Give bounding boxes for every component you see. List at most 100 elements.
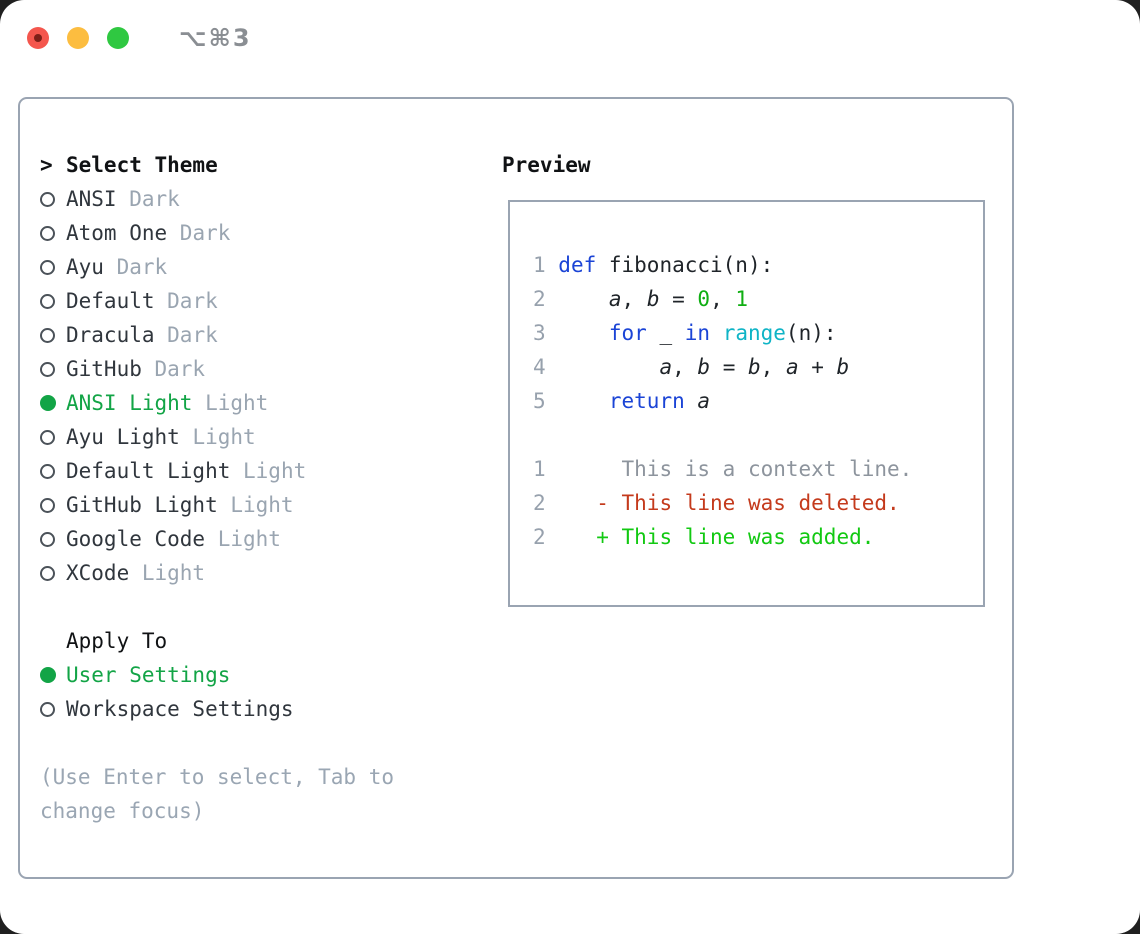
code-line: 2 a, b = 0, 1 bbox=[533, 282, 983, 316]
radio-marker bbox=[40, 327, 66, 343]
preview-title: Preview bbox=[502, 153, 591, 177]
spacer bbox=[40, 590, 394, 624]
line-number: 1 bbox=[533, 253, 559, 277]
apply-option-workspace-settings[interactable]: Workspace Settings bbox=[40, 692, 394, 726]
cursor-icon: > bbox=[40, 153, 53, 177]
option-label: XCode bbox=[66, 561, 130, 585]
theme-option-dracula[interactable]: Dracula Dark bbox=[40, 318, 394, 352]
radio-marker bbox=[40, 497, 66, 513]
theme-option-github[interactable]: GitHub Dark bbox=[40, 352, 394, 386]
radio-icon bbox=[40, 327, 55, 343]
theme-option-atom-one[interactable]: Atom One Dark bbox=[40, 216, 394, 250]
option-label: GitHub bbox=[66, 357, 142, 381]
zoom-button[interactable] bbox=[107, 27, 129, 49]
option-tag: Dark bbox=[154, 323, 218, 347]
token-plain bbox=[558, 321, 609, 345]
option-tag: Dark bbox=[116, 187, 180, 211]
line-number: 2 bbox=[533, 525, 559, 549]
option-label: Google Code bbox=[66, 527, 206, 551]
line-number: 2 bbox=[533, 287, 559, 311]
theme-option-default-light[interactable]: Default Light Light bbox=[40, 454, 394, 488]
blank-line bbox=[533, 418, 983, 452]
radio-icon bbox=[40, 361, 55, 377]
option-tag: Dark bbox=[167, 221, 231, 245]
line-number: 5 bbox=[533, 389, 559, 413]
token-var: b bbox=[836, 355, 850, 379]
line-number: 1 bbox=[533, 457, 559, 481]
token-keyword: for bbox=[608, 321, 647, 345]
option-label: Default bbox=[66, 289, 155, 313]
apply-to-title: Apply To bbox=[66, 629, 168, 653]
token-var: b bbox=[697, 355, 711, 379]
token-plain: fibonacci(n): bbox=[596, 253, 774, 277]
close-button[interactable] bbox=[27, 27, 49, 49]
token-plain: , bbox=[672, 355, 698, 379]
theme-option-xcode[interactable]: XCode Light bbox=[40, 556, 394, 590]
line-number: 3 bbox=[533, 321, 559, 345]
theme-option-default[interactable]: Default Dark bbox=[40, 284, 394, 318]
radio-selected-icon bbox=[40, 667, 56, 683]
token-added: + This line was added. bbox=[596, 525, 875, 549]
radio-icon bbox=[40, 701, 55, 717]
radio-icon bbox=[40, 429, 55, 445]
radio-marker bbox=[40, 531, 66, 547]
token-plain: + bbox=[798, 355, 837, 379]
diff-added-line: 2 + This line was added. bbox=[533, 520, 983, 554]
radio-icon bbox=[40, 293, 55, 309]
window-title: ⌥⌘3 bbox=[179, 24, 252, 52]
radio-selected-icon bbox=[40, 395, 56, 411]
minimize-button[interactable] bbox=[67, 27, 89, 49]
line-number: 4 bbox=[533, 355, 559, 379]
titlebar: ⌥⌘3 bbox=[27, 24, 252, 52]
token-plain: = bbox=[710, 355, 748, 379]
option-tag: Light bbox=[217, 493, 294, 517]
option-tag: Dark bbox=[103, 255, 168, 279]
theme-option-google-code[interactable]: Google Code Light bbox=[40, 522, 394, 556]
option-label: Ayu bbox=[66, 255, 104, 279]
code-line: 1 def fibonacci(n): bbox=[533, 248, 983, 282]
radio-marker bbox=[40, 191, 66, 207]
cursor-marker: > bbox=[40, 153, 66, 177]
radio-marker bbox=[40, 667, 66, 683]
radio-icon bbox=[40, 259, 55, 275]
theme-option-ayu-light[interactable]: Ayu Light Light bbox=[40, 420, 394, 454]
apply-option-user-settings[interactable]: User Settings bbox=[40, 658, 394, 692]
diff-deleted-line: 2 - This line was deleted. bbox=[533, 486, 983, 520]
token-number: 1 bbox=[735, 287, 749, 311]
token-plain: , bbox=[710, 287, 736, 311]
theme-option-ansi[interactable]: ANSI Dark bbox=[40, 182, 394, 216]
option-label: ANSI Light bbox=[66, 391, 193, 415]
option-label: User Settings bbox=[66, 663, 231, 687]
token-keyword: return bbox=[608, 389, 685, 413]
token-var: a bbox=[608, 287, 622, 311]
token-var: a bbox=[697, 389, 711, 413]
option-tag: Light bbox=[230, 459, 307, 483]
token-plain bbox=[558, 491, 596, 515]
radio-icon bbox=[40, 225, 55, 241]
radio-marker bbox=[40, 463, 66, 479]
theme-list-header: > Select Theme bbox=[40, 148, 394, 182]
token-plain bbox=[685, 389, 698, 413]
theme-option-ansi-light[interactable]: ANSI Light Light bbox=[40, 386, 394, 420]
theme-option-ayu[interactable]: Ayu Dark bbox=[40, 250, 394, 284]
code-line: 3 for _ in range(n): bbox=[533, 316, 983, 350]
option-tag: Dark bbox=[141, 357, 206, 381]
token-plain bbox=[710, 321, 723, 345]
token-plain: = bbox=[659, 287, 698, 311]
token-plain bbox=[558, 389, 609, 413]
token-builtin: range bbox=[722, 321, 786, 345]
theme-list-title: Select Theme bbox=[66, 153, 218, 177]
code-line: 5 return a bbox=[533, 384, 983, 418]
theme-option-github-light[interactable]: GitHub Light Light bbox=[40, 488, 394, 522]
token-var: b bbox=[748, 355, 761, 379]
radio-icon bbox=[40, 565, 55, 581]
option-label: ANSI bbox=[66, 187, 117, 211]
token-keyword: in bbox=[684, 321, 711, 345]
option-label: Atom One bbox=[66, 221, 168, 245]
token-plain bbox=[558, 525, 596, 549]
